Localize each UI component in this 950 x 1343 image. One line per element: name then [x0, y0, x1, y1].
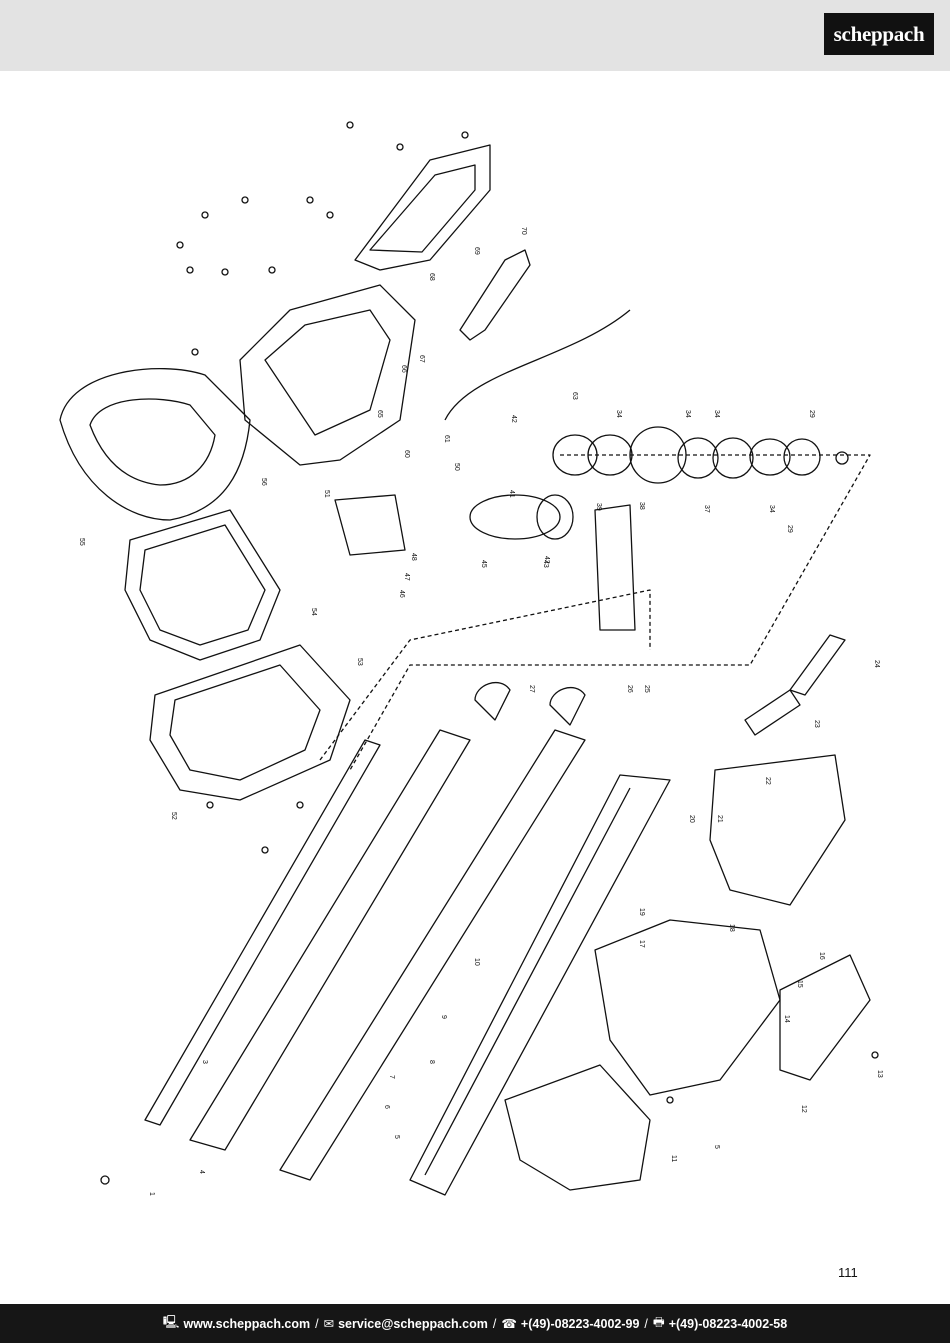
part-number-label: 46: [398, 590, 405, 598]
blade-guide-profile: [409, 774, 671, 1196]
part-number-label: 19: [638, 908, 645, 916]
part-number-label: 27: [528, 685, 535, 693]
motor-stator: [334, 494, 406, 556]
part-number-label: 42: [510, 415, 517, 423]
footer-separator: /: [315, 1316, 319, 1331]
part-number-label: 38: [638, 502, 645, 510]
part-number-label: 41: [508, 490, 515, 498]
footer-fax: +(49)-08223-4002-58: [668, 1316, 788, 1331]
armature: [469, 494, 561, 540]
computer-icon: 🖳: [162, 1315, 180, 1329]
part-number-label: 8: [428, 1060, 435, 1064]
screw-set: [100, 121, 879, 1185]
part-number-label: 65: [376, 410, 383, 418]
handle-insert: [459, 249, 531, 341]
part-number-label: 12: [800, 1105, 807, 1113]
footer-email-link[interactable]: service@scheppach.com: [338, 1316, 488, 1331]
page-number: 111: [838, 1265, 858, 1280]
cutting-blade-upper: [189, 729, 471, 1151]
part-number-label: 47: [403, 573, 410, 581]
gear-bracket: [594, 504, 636, 631]
part-number-label: 69: [473, 247, 480, 255]
power-cord: [444, 309, 631, 421]
part-number-label: 56: [260, 478, 267, 486]
part-number-label: 55: [78, 538, 85, 546]
part-number-label: 25: [643, 685, 650, 693]
part-number-label: 23: [813, 720, 820, 728]
part-number-label: 13: [876, 1070, 883, 1078]
main-housing: [239, 284, 416, 466]
part-number-label: 24: [873, 660, 880, 668]
part-number-label: 70: [520, 227, 527, 235]
part-number-label: 39: [595, 503, 602, 511]
part-number-label: 26: [626, 685, 633, 693]
part-number-label: 21: [716, 815, 723, 823]
footer-bar: 🖳 www.scheppach.com / ✉ service@scheppac…: [0, 1304, 950, 1343]
footer-separator: /: [492, 1316, 497, 1331]
part-number-label: 15: [796, 980, 803, 988]
part-number-label: 5: [713, 1145, 720, 1149]
part-number-label: 42: [543, 556, 550, 564]
part-number-label: 48: [410, 553, 417, 561]
rear-handle-upper: [354, 144, 491, 271]
part-number-label: 34: [684, 410, 691, 418]
blade-lower-bar: [144, 739, 381, 1126]
brand-logo: scheppach: [824, 13, 934, 55]
footer-phone: +(49)-08223-4002-99: [520, 1316, 640, 1331]
part-number-label: 63: [571, 392, 578, 400]
part-number-label: 43: [542, 560, 549, 568]
part-number-label: 1: [148, 1192, 155, 1196]
part-number-label: 10: [473, 958, 480, 966]
tip-guard: [504, 1064, 651, 1191]
cutting-blade-lower: [279, 729, 586, 1181]
email-icon: ✉: [323, 1317, 335, 1331]
part-number-label: 9: [440, 1015, 447, 1019]
part-number-label: 67: [418, 355, 425, 363]
side-plate: [779, 954, 871, 1081]
part-number-label: 7: [388, 1075, 395, 1079]
part-number-label: 22: [764, 777, 771, 785]
part-number-label: 53: [356, 658, 363, 666]
part-number-label: 60: [403, 450, 410, 458]
part-number-label: 45: [480, 560, 487, 568]
front-cover: [149, 644, 351, 801]
part-number-label: 29: [808, 410, 815, 418]
part-number-label: 11: [670, 1155, 677, 1162]
part-number-label: 68: [428, 273, 435, 281]
part-number-label: 17: [638, 940, 645, 948]
part-number-label: 66: [400, 365, 407, 373]
part-number-label: 54: [310, 608, 317, 616]
part-number-label: 4: [198, 1170, 205, 1174]
part-number-label: 52: [170, 812, 177, 820]
hand-guard: [124, 509, 281, 661]
part-number-label: 37: [703, 505, 710, 513]
part-number-label: 5: [393, 1135, 400, 1139]
header-band: [0, 0, 950, 71]
part-number-label: 34: [615, 410, 622, 418]
part-number-label: 6: [383, 1105, 390, 1109]
part-number-label: 18: [728, 924, 735, 932]
part-number-label: 14: [783, 1015, 790, 1023]
front-housing: [594, 919, 781, 1096]
part-number-label: 3: [201, 1060, 208, 1064]
part-number-label: 20: [688, 815, 695, 823]
part-number-label: 34: [768, 505, 775, 513]
phone-icon: ☎: [501, 1317, 517, 1331]
front-handle-cover: [709, 754, 846, 906]
part-number-label: 34: [713, 410, 720, 418]
part-number-label: 50: [453, 463, 460, 471]
fax-icon: 🖶: [652, 1315, 665, 1329]
part-number-label: 16: [818, 952, 825, 960]
footer-separator: /: [644, 1316, 648, 1331]
part-number-label: 61: [443, 435, 450, 443]
footer-website-link[interactable]: www.scheppach.com: [183, 1316, 311, 1331]
part-number-label: 29: [786, 525, 793, 533]
part-number-label: 51: [323, 490, 330, 498]
assembly-line: [319, 589, 651, 761]
loop-handle: [59, 367, 251, 521]
